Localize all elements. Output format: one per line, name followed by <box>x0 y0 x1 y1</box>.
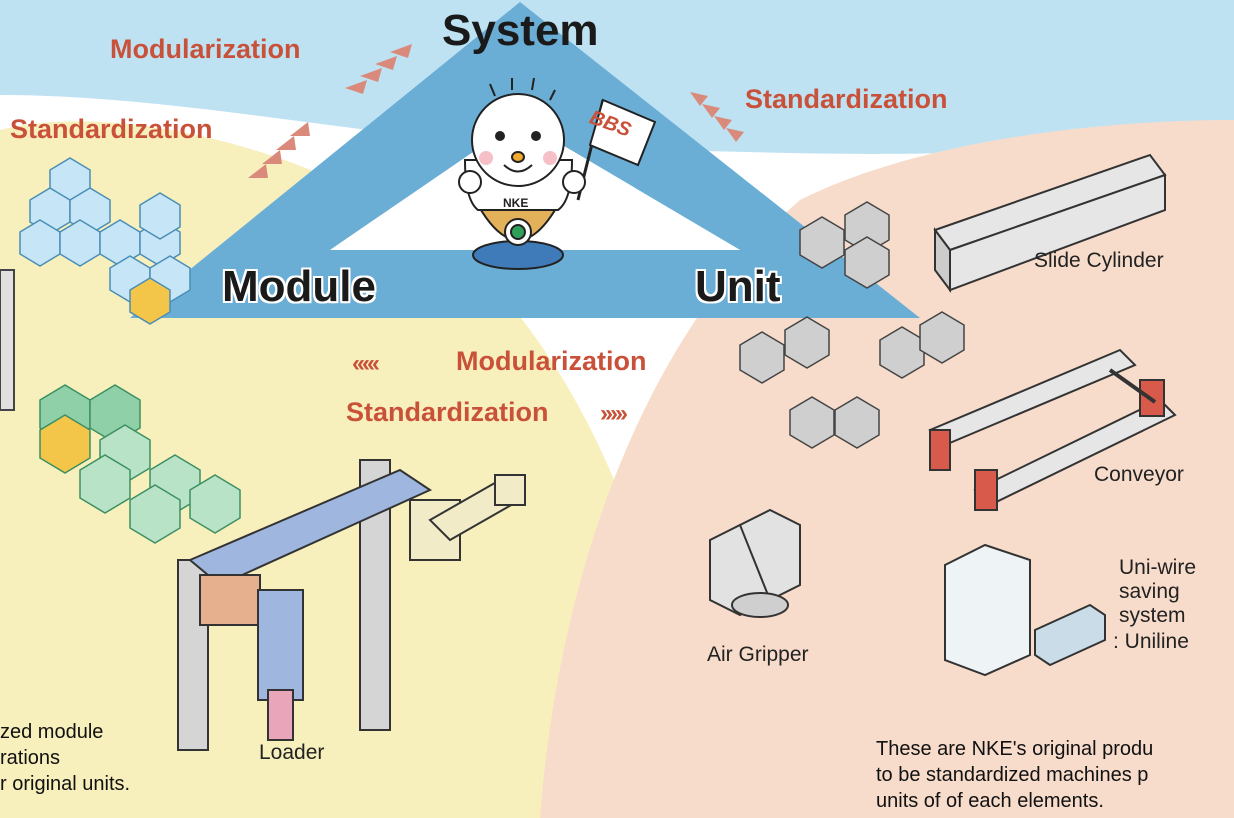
right-note-3: units of of each elements. <box>876 790 1104 812</box>
air-gripper-caption: Air Gripper <box>707 643 809 666</box>
mascot-badge: NKE <box>503 196 529 210</box>
green-module-cubes <box>39 384 241 544</box>
standardization-top-right: Standardization <box>745 84 948 114</box>
uniwire-caption-1: Uni-wire <box>1119 556 1197 579</box>
frame-edge <box>0 269 15 411</box>
slide-cylinder-caption: Slide Cylinder <box>1034 249 1164 272</box>
uniwire-graphic <box>944 543 1106 677</box>
slide-cylinder-graphic <box>933 153 1167 293</box>
right-note-1: These are NKE's original produ <box>876 738 1154 760</box>
sky-region <box>0 0 1234 154</box>
mascot <box>458 77 657 270</box>
left-note-1: zed module <box>0 721 104 743</box>
uniwire-caption-2: saving <box>1119 580 1180 603</box>
conveyor-graphic <box>928 348 1177 511</box>
arrow-left-icon: ‹‹‹‹‹ <box>352 350 380 377</box>
gray-unit-cubes <box>739 201 965 449</box>
system-title: System <box>442 6 599 55</box>
chevrons-top-right <box>690 92 744 142</box>
chevrons-left <box>248 122 310 178</box>
uniwire-caption-3: system <box>1119 604 1186 627</box>
module-label: Module <box>222 262 376 311</box>
chevrons-top-left <box>345 44 412 94</box>
arrow-right-icon: ››››› <box>600 400 628 427</box>
modularization-bottom: Modularization <box>456 346 647 376</box>
unit-label: Unit <box>695 262 781 311</box>
left-note-3: r original units. <box>0 773 131 795</box>
conveyor-caption: Conveyor <box>1094 463 1184 486</box>
air-gripper-graphic <box>709 508 801 618</box>
modularization-top-left: Modularization <box>110 34 301 64</box>
standardization-left: Standardization <box>10 114 213 144</box>
standardization-bottom: Standardization <box>346 397 549 427</box>
uniwire-caption-4: : Uniline <box>1113 630 1189 653</box>
blue-module-cubes <box>19 157 191 325</box>
system-triangle <box>130 2 920 318</box>
right-note-2: to be standardized machines p <box>876 764 1149 786</box>
left-note-2: rations <box>0 747 61 769</box>
loader-caption: Loader <box>259 741 325 764</box>
loader-graphic <box>177 459 526 751</box>
